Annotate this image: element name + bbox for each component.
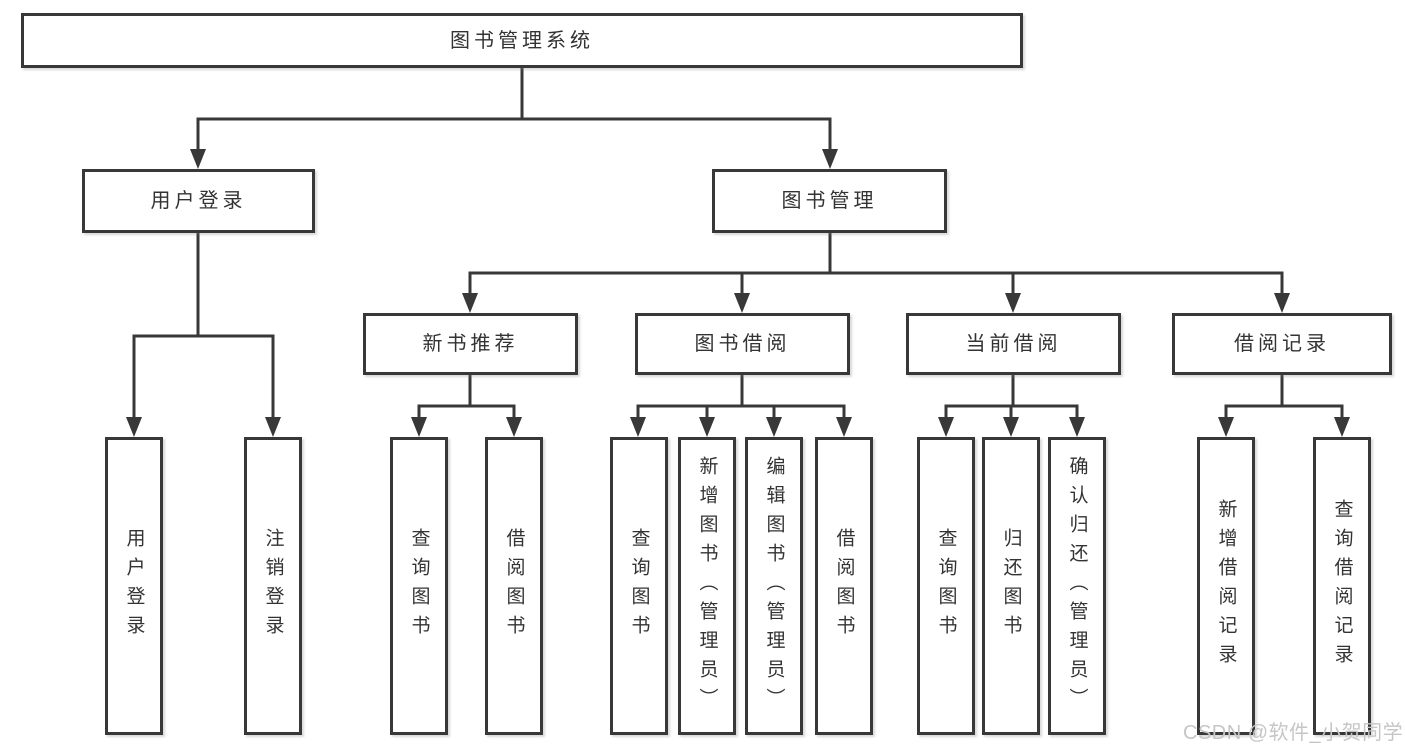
leaf-query-books-recommend: 查询图书 [390, 437, 448, 735]
leaf-edit-book-admin-label: 编辑图书（管理员） [763, 455, 785, 717]
leaf-query-books-recommend-label: 查询图书 [408, 528, 430, 644]
leaf-query-books-borrow: 查询图书 [610, 437, 668, 735]
connector-root-to-level2 [196, 66, 832, 157]
leaf-add-borrow-record-label: 新增借阅记录 [1215, 499, 1237, 673]
node-book-management: 图书管理 [712, 169, 947, 233]
leaf-user-login-label: 用户登录 [123, 528, 145, 644]
node-current-borrowing-label: 当前借阅 [965, 333, 1062, 355]
leaf-add-borrow-record: 新增借阅记录 [1197, 437, 1255, 735]
leaf-query-borrow-record: 查询借阅记录 [1313, 437, 1371, 735]
leaf-borrow-books-recommend: 借阅图书 [485, 437, 543, 735]
node-current-borrowing: 当前借阅 [906, 313, 1121, 375]
node-root-system-label: 图书管理系统 [450, 29, 594, 52]
node-user-login: 用户登录 [82, 169, 315, 233]
node-book-borrowing-label: 图书借阅 [694, 333, 791, 355]
leaf-add-book-admin: 新增图书（管理员） [678, 437, 736, 735]
leaf-borrow-books-recommend-label: 借阅图书 [503, 528, 525, 644]
leaf-confirm-return-admin: 确认归还（管理员） [1048, 437, 1106, 735]
leaf-confirm-return-admin-label: 确认归还（管理员） [1066, 455, 1088, 717]
connector-current-to-leaves [944, 373, 1079, 425]
node-new-book-recommend-label: 新书推荐 [422, 333, 519, 355]
csdn-watermark: CSDN @软件_小贺同学 [1183, 722, 1404, 744]
node-user-login-label: 用户登录 [150, 190, 247, 212]
node-book-management-label: 图书管理 [781, 190, 878, 212]
leaf-edit-book-admin: 编辑图书（管理员） [745, 437, 803, 735]
connector-borrow-to-leaves [636, 373, 846, 425]
leaf-user-login: 用户登录 [105, 437, 163, 735]
leaf-query-books-current-label: 查询图书 [935, 528, 957, 644]
leaf-logout-label: 注销登录 [262, 528, 284, 644]
connector-userlogin-to-leaves [132, 231, 275, 425]
node-root-system: 图书管理系统 [21, 13, 1023, 68]
connector-bookmgmt-to-level3 [468, 231, 1284, 301]
leaf-return-books: 归还图书 [982, 437, 1040, 735]
leaf-borrow-books-borrow: 借阅图书 [815, 437, 873, 735]
connector-records-to-leaves [1224, 373, 1344, 425]
leaf-add-book-admin-label: 新增图书（管理员） [696, 455, 718, 717]
leaf-borrow-books-borrow-label: 借阅图书 [833, 528, 855, 644]
connector-recommend-to-leaves [417, 373, 516, 425]
leaf-query-books-current: 查询图书 [917, 437, 975, 735]
node-new-book-recommend: 新书推荐 [363, 313, 578, 375]
node-book-borrowing: 图书借阅 [635, 313, 850, 375]
node-borrowing-records-label: 借阅记录 [1234, 333, 1330, 355]
node-borrowing-records: 借阅记录 [1172, 313, 1392, 375]
arrowheads [126, 149, 1350, 437]
leaf-query-borrow-record-label: 查询借阅记录 [1331, 499, 1353, 673]
leaf-return-books-label: 归还图书 [1000, 528, 1022, 644]
leaf-logout: 注销登录 [244, 437, 302, 735]
leaf-query-books-borrow-label: 查询图书 [628, 528, 650, 644]
